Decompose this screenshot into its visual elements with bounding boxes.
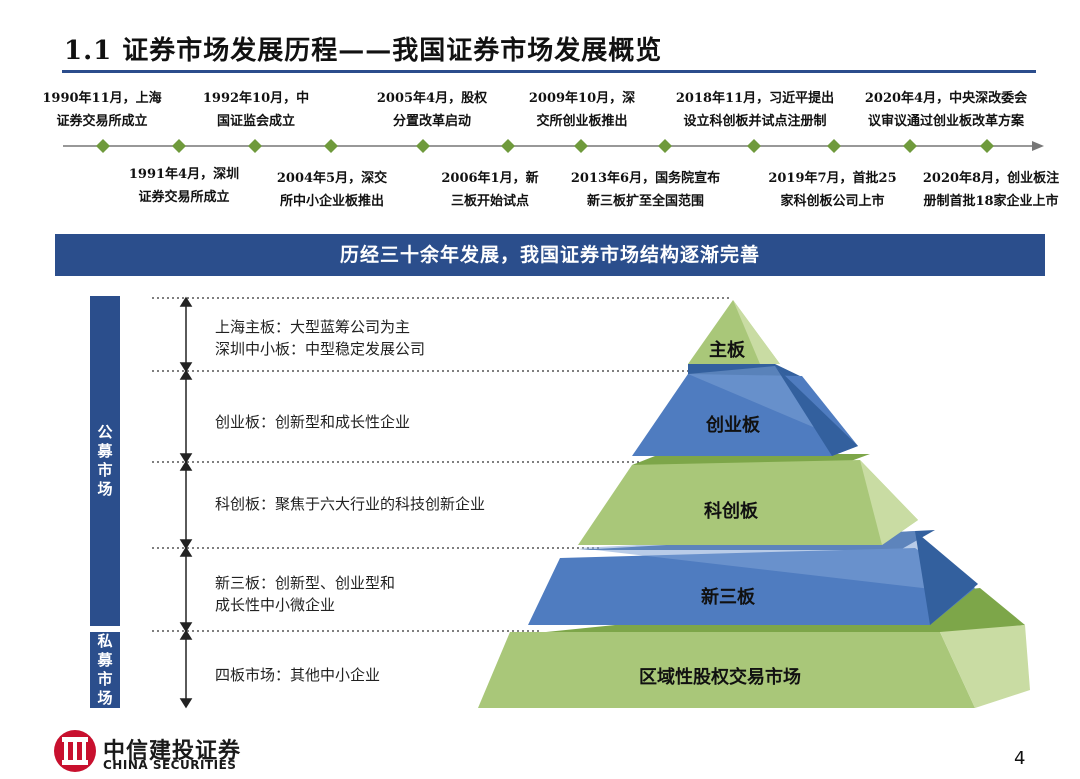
summary-banner: 历经三十余年发展，我国证券市场结构逐渐完善 <box>55 234 1045 276</box>
neeq-description: 新三板：创新型、创业型和成长性中小微企业 <box>215 574 396 614</box>
company-name-cn: 中信建投证券 <box>103 739 242 764</box>
title-underline <box>62 70 1036 73</box>
timeline-marker <box>248 139 262 153</box>
regional-market-description: 四板市场：其他中小企业 <box>215 666 381 684</box>
tier-label-regional: 区域性股权交易市场 <box>639 667 801 688</box>
timeline-event: 2005年4月，股权分置改革启动 <box>376 91 488 129</box>
company-logo-icon <box>54 730 96 772</box>
timeline-marker <box>827 139 841 153</box>
star-market-description: 科创板：聚焦于六大行业的科技创新企业 <box>215 495 486 513</box>
timeline-event: 2004年5月，深交所中小企业板推出 <box>276 171 388 209</box>
timeline-axis <box>63 139 1044 153</box>
timeline-marker <box>574 139 588 153</box>
page-number: 4 <box>1014 748 1026 769</box>
main-board-description: 上海主板：大型蓝筹公司为主深圳中小板：中型稳定发展公司 <box>215 318 426 358</box>
timeline-event: 1990年11月，上海证券交易所成立 <box>42 91 162 129</box>
company-name-en: CHINA SECURITIES <box>103 758 237 772</box>
timeline-event: 2006年1月，新三板开始试点 <box>441 171 539 209</box>
timeline-marker <box>903 139 917 153</box>
timeline-event: 2013年6月，国务院宣布新三板扩至全国范围 <box>570 171 721 209</box>
timeline-marker <box>172 139 186 153</box>
timeline-event: 2009年10月，深交所创业板推出 <box>528 91 636 129</box>
timeline-marker <box>96 139 110 153</box>
tier-label-neeq: 新三板 <box>701 587 755 608</box>
timeline-marker <box>658 139 672 153</box>
tier-label-chinext: 创业板 <box>706 415 760 436</box>
timeline-marker <box>324 139 338 153</box>
timeline-marker <box>980 139 994 153</box>
timeline-event: 1991年4月，深圳证券交易所成立 <box>128 167 240 205</box>
timeline-event: 2020年8月，创业板注册制首批18家企业上市 <box>922 171 1060 209</box>
chinext-description: 创业板：创新型和成长性企业 <box>215 413 411 431</box>
timeline-marker <box>747 139 761 153</box>
timeline-event: 1992年10月，中国证监会成立 <box>202 91 310 129</box>
tier-label-star-market: 科创板 <box>704 501 758 522</box>
private-market-label: 私募市场 <box>90 632 120 708</box>
public-market-label: 公募市场 <box>90 296 120 626</box>
timeline-marker <box>416 139 430 153</box>
timeline-event: 2020年4月，中央深改委会议审议通过创业板改革方案 <box>864 91 1028 129</box>
tier-label-main-board: 主板 <box>709 340 745 361</box>
page-title: 1.1 证券市场发展历程——我国证券市场发展概览 <box>64 36 663 66</box>
timeline-marker <box>501 139 515 153</box>
timeline-event: 2018年11月，习近平提出设立科创板并试点注册制 <box>675 91 835 129</box>
